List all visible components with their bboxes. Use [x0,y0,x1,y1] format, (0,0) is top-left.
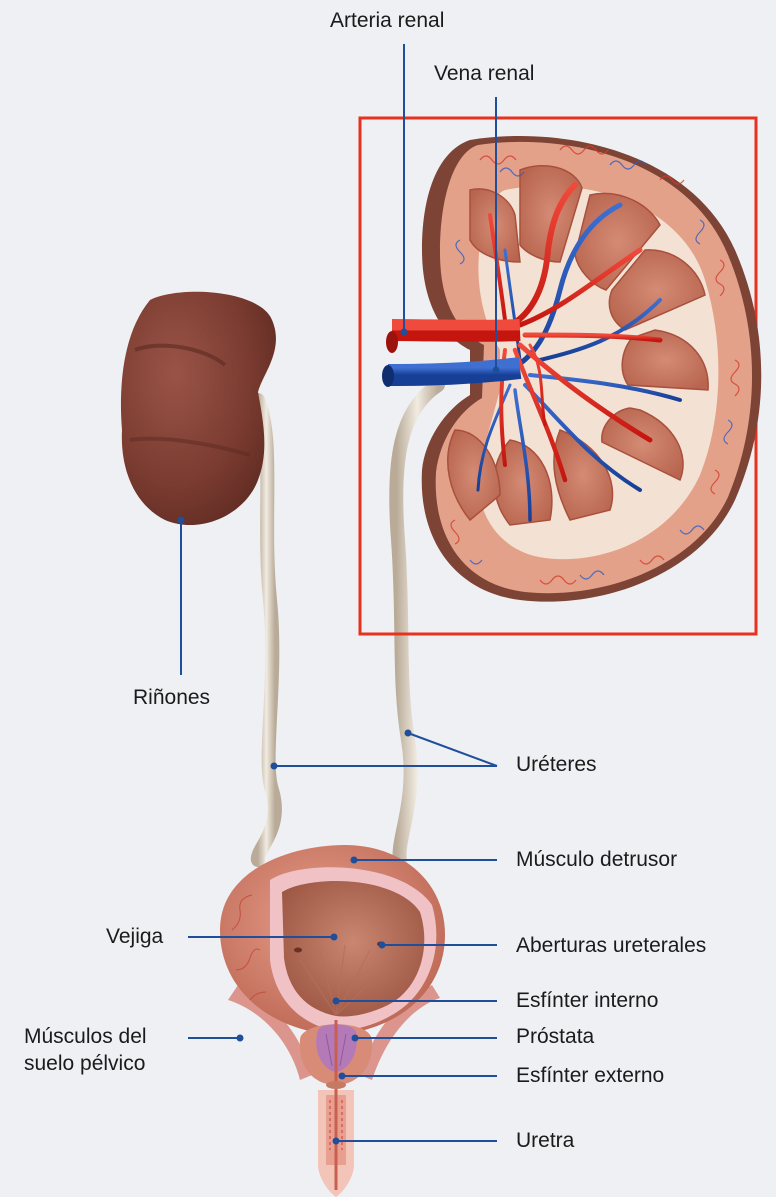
renal-vein [388,368,520,375]
label-rinones: Riñones [133,685,210,711]
kidney-cross-section [382,136,761,602]
label-musculos-line2: suelo pélvico [24,1050,194,1077]
label-uretra: Uretra [516,1128,574,1154]
label-ureteres: Uréteres [516,752,597,778]
renal-artery [392,330,520,331]
label-vejiga: Vejiga [106,924,163,950]
label-musculo-detrusor: Músculo detrusor [516,847,677,873]
label-aberturas-ureterales: Aberturas ureterales [516,933,706,959]
label-musculos-line1: Músculos del [24,1023,194,1050]
label-musculos-suelo-pelvico: Músculos del suelo pélvico [24,1023,194,1077]
label-esfinter-externo: Esfínter externo [516,1063,664,1089]
label-esfinter-interno: Esfínter interno [516,988,658,1014]
kidney-external [121,292,276,525]
label-arteria-renal: Arteria renal [330,8,444,34]
label-prostata: Próstata [516,1024,594,1050]
label-vena-renal: Vena renal [434,61,534,87]
